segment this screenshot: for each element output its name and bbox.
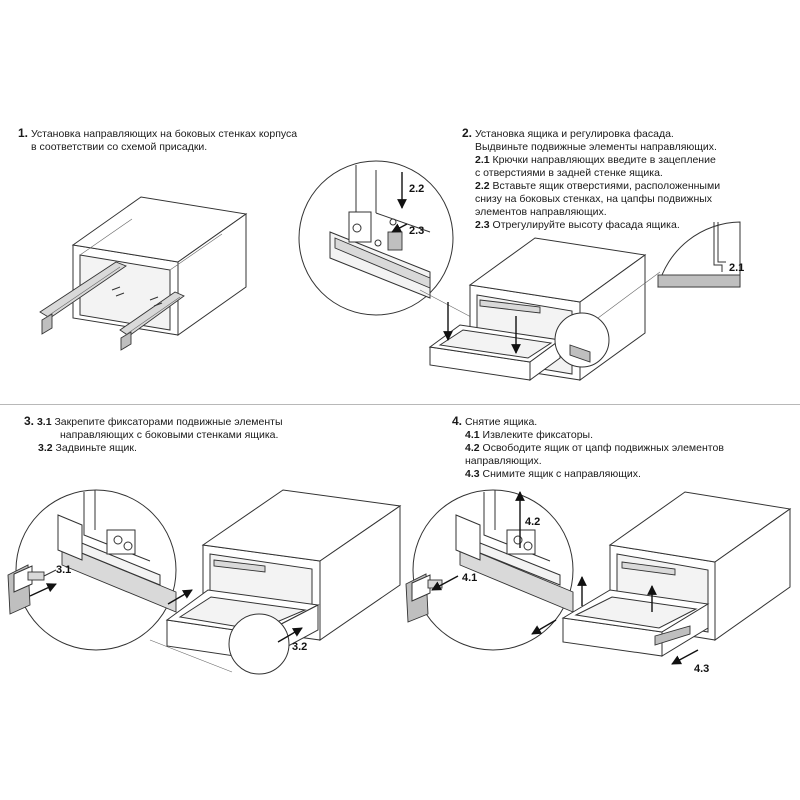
section-divider [0,404,800,405]
arrow-3-push-right [277,627,303,643]
step-1-title: Установка направляющих на боковых стенка… [30,128,298,140]
detail-lens-2-1 [657,221,741,288]
arrow-2-3 [391,223,408,233]
detail-4-contents [455,490,574,613]
fixator-3 [7,564,57,615]
step-2-instructions: 2. Установка ящика и регулировка фасада.… [462,127,720,232]
callout-3-2: 3.2 [292,641,307,653]
step-4-number: 4. [452,414,463,428]
step-2-3-line-1: 2.3 Отрегулируйте высоту фасада ящика. [475,219,680,231]
rail-2-1 [657,274,741,288]
panel-2-drawer-install: 2.2 2.3 2.1 [298,160,744,381]
step-4-1-code: 4.1 [465,429,480,441]
panel-4-removal: 4.1 4.2 4.3 [405,489,792,675]
arrow-3-1 [29,583,57,597]
step-2-2-line-1: 2.2 Вставьте ящик отверстиями, расположе… [475,180,721,192]
step-4-2-line-2: направляющих. [465,455,542,467]
step-3-1-code: 3.1 [36,416,52,428]
step-2-3-code: 2.3 [475,219,490,231]
step-2-2-line-3: элементов направляющих. [475,206,607,218]
step-3-2-line: 3.2 Задвиньте ящик. [38,442,137,454]
arrow-4-1 [431,575,459,591]
small-lens-2 [554,312,610,368]
callout-2-1: 2.1 [729,262,744,274]
callout-4-2: 4.2 [525,516,540,528]
step-4-2-code: 4.2 [465,442,480,454]
step-2-1-code: 2.1 [475,154,490,166]
callout-2-2: 2.2 [409,183,424,195]
drawer-2 [428,324,562,381]
step-2-1-line-1: 2.1 Крючки направляющих введите в зацепл… [475,154,716,166]
step-2-number: 2. [462,126,473,140]
hook-bracket [348,211,372,243]
step-4-3-line: 4.3 Снимите ящик с направляющих. [465,468,641,480]
arrow-4-3 [671,649,699,665]
step-2-title: Установка ящика и регулировка фасада. [474,128,674,140]
rail-left-end [41,313,53,335]
screw-marks [111,286,163,307]
panel-3-fix-and-close: 3.1 3.2 [7,489,402,675]
step-1-line-1: 1. Установка направляющих на боковых сте… [18,127,297,141]
step-1-instructions: 1. Установка направляющих на боковых сте… [18,127,297,154]
step-2-line-2: Выдвиньте подвижные элементы направляющи… [475,141,717,153]
step-4-instructions: 4. Снятие ящика. 4.1 Извлеките фиксаторы… [452,415,724,481]
step-4-1-line: 4.1 Извлеките фиксаторы. [465,429,594,441]
arrow-4-out [531,619,557,635]
rail-left-body [39,261,127,319]
rail-right-end [120,331,132,351]
step-3-2-code: 3.2 [38,442,53,454]
step-1-line-2: в соответствии со схемой присадки. [31,141,208,153]
drawer-bracket-3 [57,514,83,561]
cabinet-4-side [714,508,791,641]
step-1-number: 1. [18,126,29,140]
callout-2-3: 2.3 [409,225,424,237]
step-4-2-line-1: 4.2 Освободите ящик от цапф подвижных эл… [465,442,724,454]
rail-left-1 [39,261,127,335]
small-lens-3 [228,613,290,675]
step-3-number: 3. [24,414,35,428]
detail-3-contents [57,490,177,613]
step-2-1-line-2: с отверстиями в задней стенке ящика. [475,167,663,179]
step-3-instructions: 3. 3.1 Закрепите фиксаторами подвижные э… [24,414,283,455]
callout-4-3: 4.3 [694,663,709,675]
cabinet-1-side [177,213,247,336]
step-2-2-code: 2.2 [475,180,490,192]
bracket-3 [106,529,136,555]
detail-2-contents [329,165,431,299]
bracket-4 [506,529,536,555]
cabinet-3-side [319,505,401,641]
step-4-3-code: 4.3 [465,468,480,480]
step-2-2-line-2: снизу на боковых стенках, на цапфы подви… [475,193,713,205]
panel-1-cabinet-rails [39,196,248,351]
step-3-1-line-2: направляющих с боковыми стенками ящика. [60,429,279,441]
arrow-3-push-left [167,589,193,605]
callout-3-1: 3.1 [56,564,71,576]
step-4-title: Снятие ящика. [464,416,538,428]
callout-4-1: 4.1 [462,572,477,584]
detail-2-1: 2.1 [657,221,744,288]
